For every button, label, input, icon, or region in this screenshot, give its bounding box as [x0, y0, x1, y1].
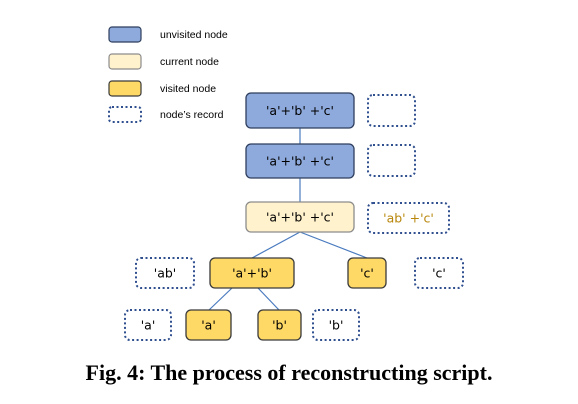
record-a [124, 309, 172, 341]
legend-label-current: current node [160, 56, 219, 68]
node-current [245, 201, 355, 233]
record-c-label: 'c' [432, 266, 446, 281]
record-ab [135, 257, 195, 289]
legend: unvisited node current node visited node… [108, 26, 228, 123]
node-c-label: 'c' [360, 266, 374, 281]
node-b [257, 309, 302, 341]
legend-label-unvisited: unvisited node [160, 29, 228, 41]
figure-caption: Fig. 4: The process of reconstructing sc… [85, 360, 493, 385]
tree-nodes: 'a'+'b' +'c' 'a'+'b' +'c' 'a'+'b' +'c' '… [185, 92, 387, 341]
node-root-label: 'a'+'b' +'c' [266, 103, 334, 118]
node-root [245, 92, 355, 129]
node-ab-label: 'a'+'b' [232, 266, 272, 281]
node-a [185, 309, 232, 341]
edge-ab-a [208, 287, 233, 311]
node-a-label: 'a' [201, 318, 216, 333]
node-ab [209, 257, 295, 289]
record-current [367, 202, 450, 234]
edge-ab-b [257, 287, 280, 311]
edge-current-c [299, 231, 368, 259]
legend-label-record: node’s record [160, 109, 224, 121]
record-root [367, 94, 416, 127]
node-b-label: 'b' [272, 318, 287, 333]
node-level2-label: 'a'+'b' +'c' [266, 154, 334, 169]
node-records: 'ab' +'c' 'ab' 'c' 'a' 'b' [124, 94, 464, 341]
legend-swatch-record [108, 106, 142, 123]
legend-swatch-unvisited [108, 26, 142, 43]
legend-label-visited: visited node [160, 83, 216, 95]
node-c [347, 257, 387, 289]
legend-swatch-visited [108, 80, 142, 97]
record-b-label: 'b' [329, 318, 344, 333]
record-b [312, 309, 360, 341]
record-c [414, 257, 464, 289]
legend-swatch-current [108, 53, 142, 70]
node-level2 [245, 143, 355, 179]
tree-edges [208, 128, 368, 311]
record-a-label: 'a' [141, 318, 156, 333]
edge-current-ab [251, 231, 301, 259]
record-level2 [367, 144, 416, 177]
record-ab-label: 'ab' [154, 266, 176, 281]
record-current-label: 'ab' +'c' [383, 211, 434, 226]
node-current-label: 'a'+'b' +'c' [266, 210, 334, 225]
